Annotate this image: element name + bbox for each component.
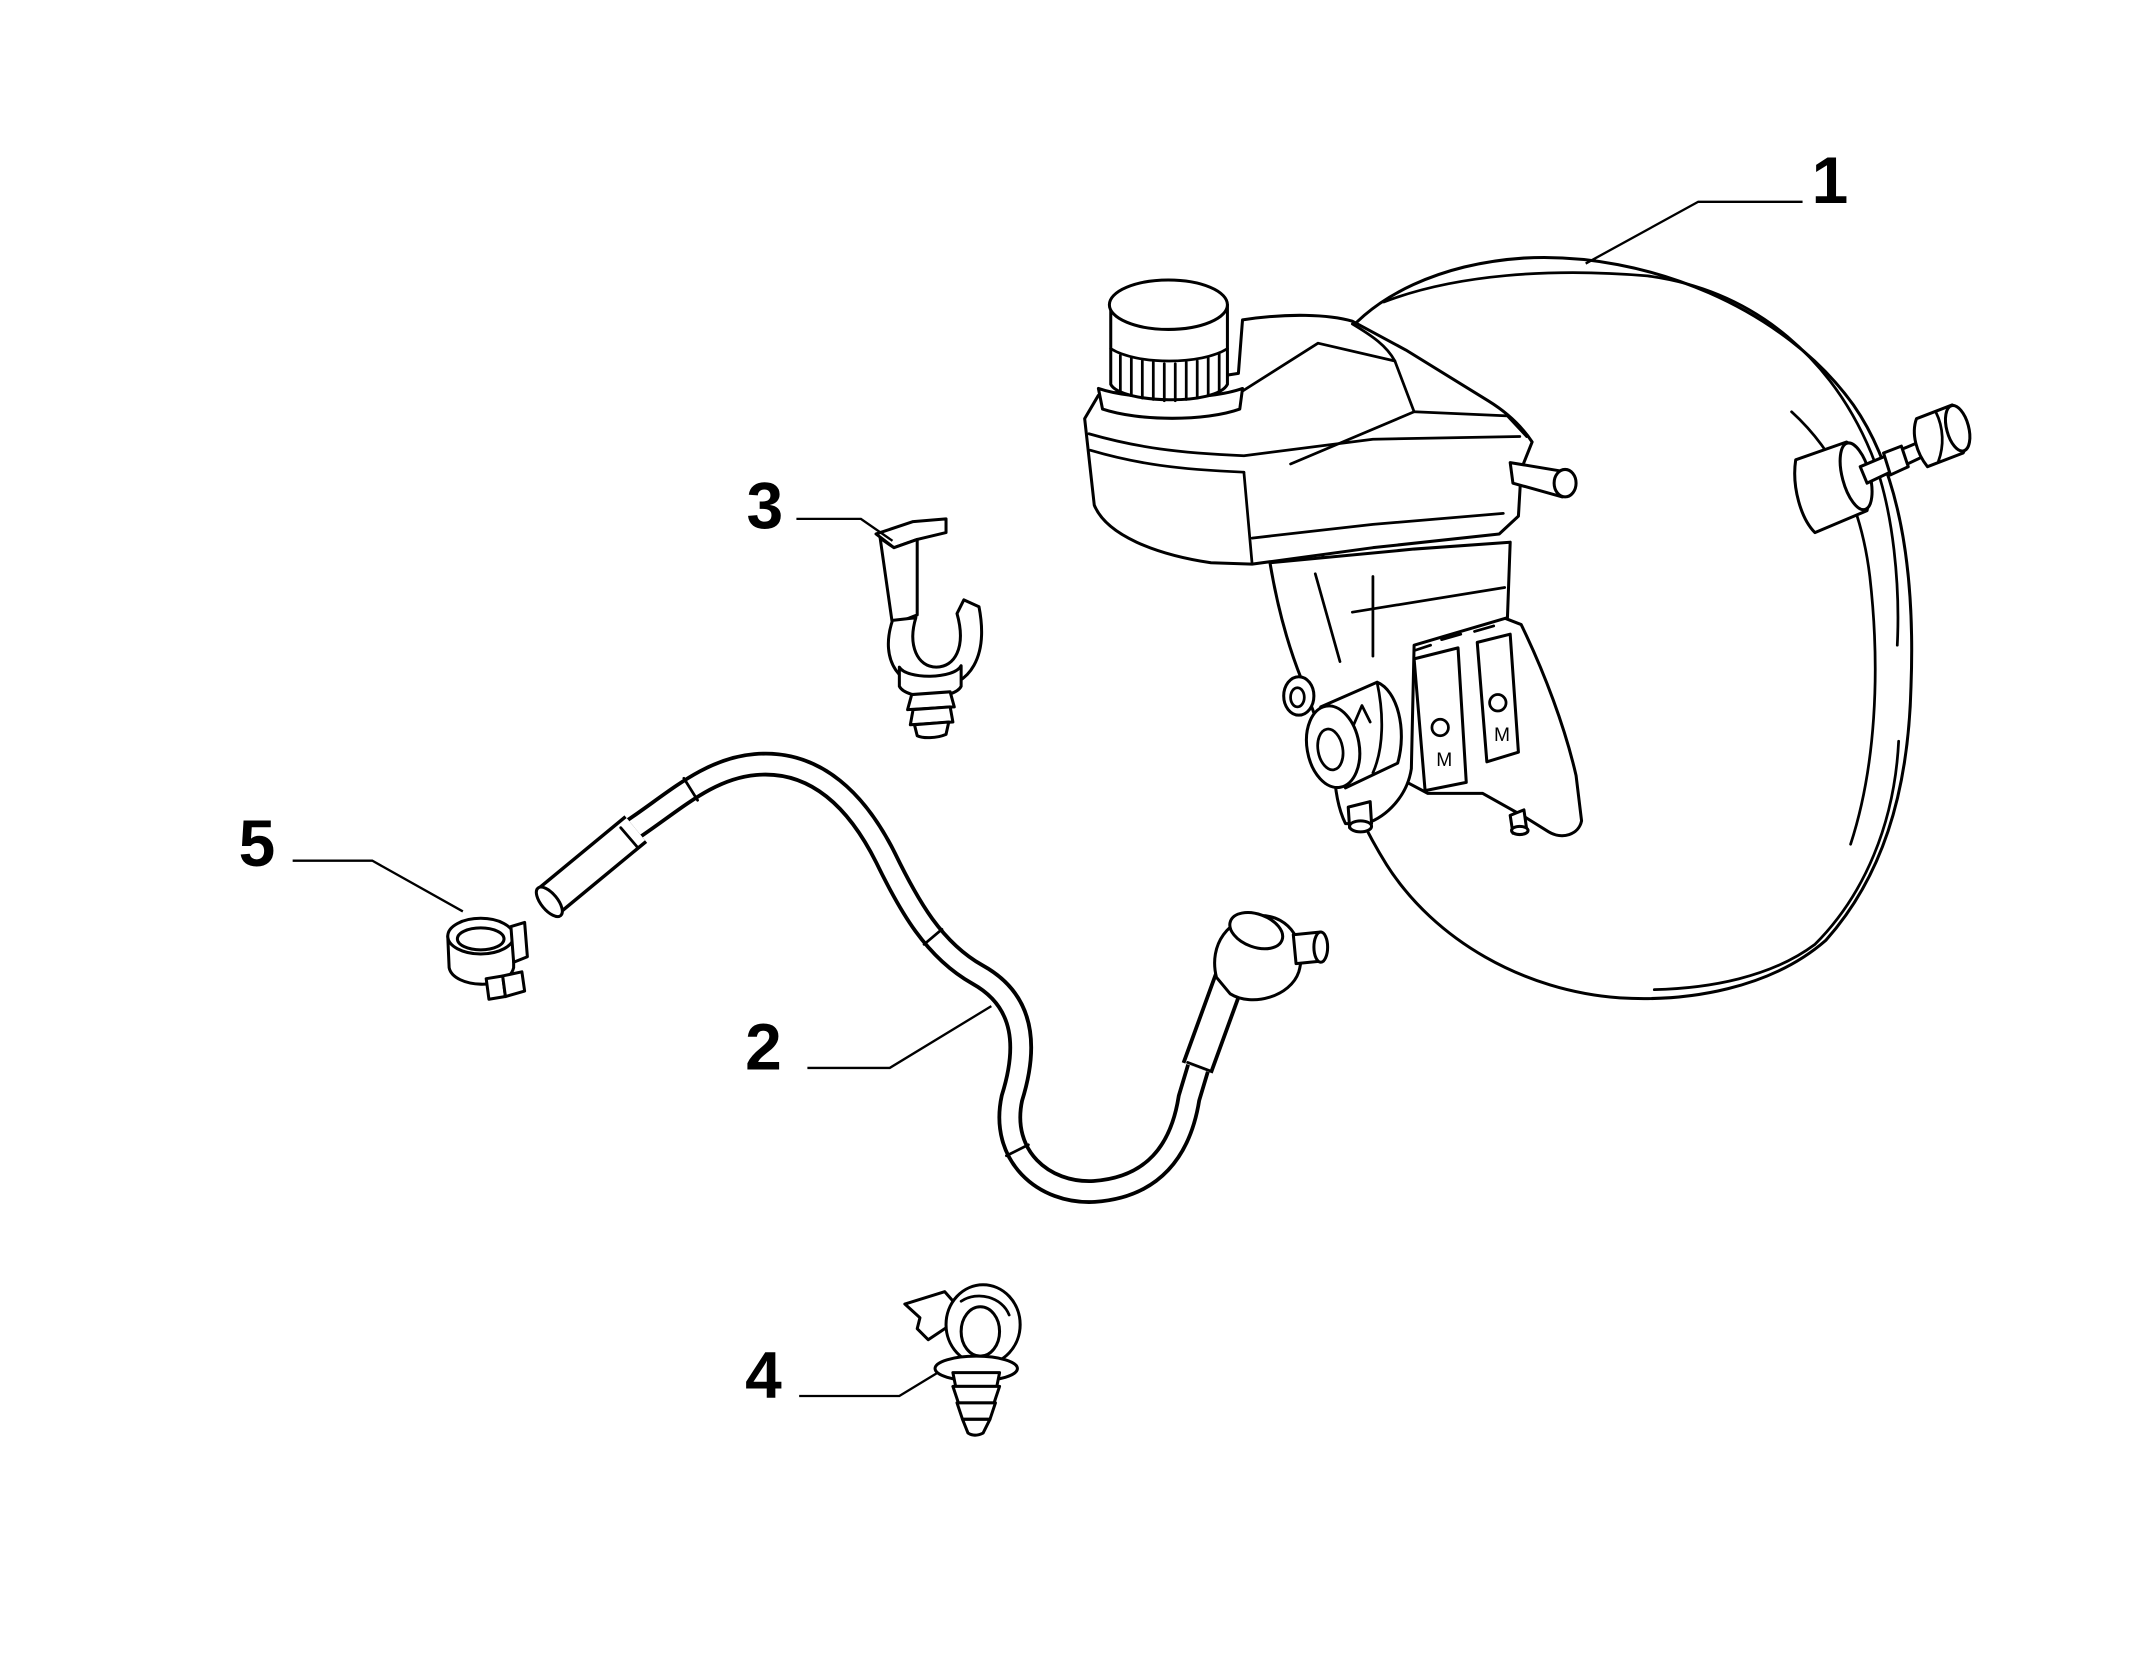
mc-housing-ridge [1350, 586, 1507, 614]
reservoir-cap-ribs [1118, 352, 1221, 403]
clip-4-tip [960, 1417, 992, 1437]
clip-4-ring-inner [959, 1305, 1002, 1358]
flange-slot-3 [1473, 624, 1496, 633]
mc-outlet-end [1348, 819, 1374, 834]
hose-joint-line [682, 776, 699, 802]
clamp-5-side-tab [509, 920, 529, 964]
reservoir-cap-rib-band [1109, 347, 1229, 363]
leader-line-5 [292, 859, 464, 913]
flange-rib-left-circle [1430, 717, 1450, 738]
clip-4-neck [951, 1371, 1002, 1388]
reservoir-top-ridge [1350, 322, 1397, 363]
hose-sleeve-fill [1185, 972, 1243, 1073]
clamp-5 [446, 916, 529, 1001]
hose-joint-line [1005, 1143, 1030, 1158]
pushrod-clevis-groove [1934, 410, 1944, 463]
side-port-fitting [1282, 675, 1316, 717]
clip-4-ring-edge [959, 1294, 1011, 1317]
callout-3: 3 [747, 468, 784, 542]
clip-3-barb-1 [906, 690, 956, 712]
flange-stud-end [1510, 824, 1530, 837]
flange-slot-1 [1412, 643, 1432, 653]
elbow-port-end [1312, 930, 1330, 964]
callout-2: 2 [745, 1009, 782, 1083]
flange-rib-right-circle [1488, 693, 1508, 713]
leader-line-4 [799, 1371, 939, 1398]
booster-rim-lower [1652, 739, 1901, 992]
clip-3-barb-2 [908, 705, 955, 727]
callouts: 1 2 3 4 5 [239, 143, 1849, 1411]
callout-5: 5 [239, 806, 276, 880]
reservoir-seam-upper [1087, 432, 1522, 458]
hose-joint-line [922, 927, 944, 946]
reservoir-seam-lower [1088, 448, 1246, 474]
reservoir-front-edge [1242, 470, 1254, 566]
reservoir-cap-top [1107, 278, 1229, 331]
callout-4: 4 [745, 1337, 782, 1411]
flange-slot-2 [1440, 632, 1463, 642]
hose-sleeve-ring [1186, 1061, 1211, 1073]
hose-end-opening [534, 885, 564, 919]
clip-3 [874, 517, 984, 740]
clamp-5-ear-2 [501, 970, 527, 999]
hose-body-fill [624, 755, 1235, 1201]
hose-body-outline [622, 751, 1238, 1204]
hose-end-tube-fill [540, 817, 645, 912]
housing-mark-right: M [1494, 725, 1510, 746]
clip-4-barb-1 [951, 1384, 1002, 1405]
mc-housing-edge [1313, 572, 1342, 663]
leader-line-2 [807, 1005, 992, 1070]
port-fitting-hex-edge [1371, 680, 1384, 775]
callout-1: 1 [1812, 143, 1849, 217]
leader-line-1 [1585, 200, 1803, 265]
side-port-bore [1289, 686, 1306, 709]
reservoir-lower-band [1250, 511, 1505, 540]
clip-3-tip [912, 720, 951, 740]
housing-mark-left: M [1436, 750, 1452, 771]
leader-line-3 [796, 517, 894, 542]
clip-3-arm [878, 536, 919, 627]
clip-4-barb-2 [955, 1401, 997, 1421]
elbow-fitting-ring [1228, 911, 1285, 951]
clip-4 [903, 1283, 1022, 1437]
hose-end-tube-ring [619, 826, 639, 849]
booster-rim-upper [1382, 271, 1900, 647]
clip-3-collar [897, 664, 963, 699]
port-fitting-mark [1352, 704, 1372, 727]
pushrod-clevis-end [1943, 404, 1972, 453]
reservoir-nipple-end [1552, 467, 1578, 499]
fluid-reservoir [1083, 278, 1578, 566]
vacuum-hose [534, 751, 1330, 1204]
port-fitting-bore [1316, 727, 1345, 772]
master-cylinder: M M [1268, 540, 1584, 838]
clamp-5-opening [455, 926, 506, 952]
flange-rib-right [1475, 632, 1520, 764]
reservoir-right-edge [1412, 410, 1529, 438]
pushrod-collar [1882, 444, 1910, 477]
port-fitting-face [1304, 704, 1362, 790]
